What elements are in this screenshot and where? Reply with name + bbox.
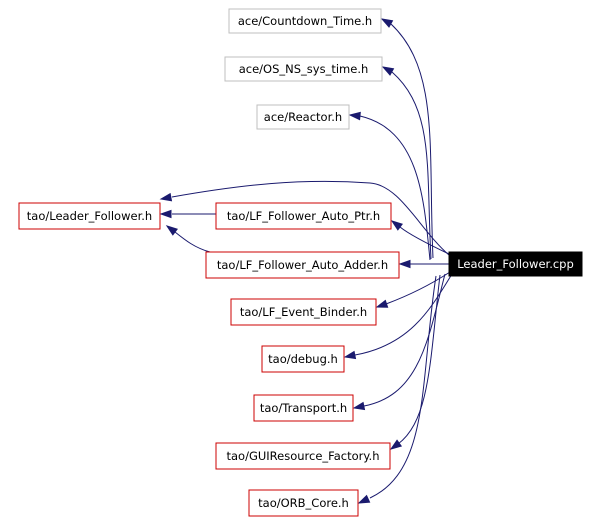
edge-line [390,23,434,259]
edge-root-to-guiresource [389,274,441,450]
edge-line [391,71,432,260]
node-label: tao/LF_Event_Binder.h [240,305,367,319]
edge-arrowhead [159,209,172,219]
edge-arrowhead [390,220,403,231]
edge-arrowhead [398,259,411,269]
edge-lf_auto_adder-to-leader_follower [165,225,211,253]
node-box[interactable] [253,394,354,422]
node-label: tao/LF_Follower_Auto_Ptr.h [227,209,380,223]
node-lf-auto-ptr[interactable]: tao/LF_Follower_Auto_Ptr.h [215,202,392,230]
node-orb-core[interactable]: tao/ORB_Core.h [248,489,359,517]
edge-line [359,115,431,261]
edge-arrowhead [381,66,395,76]
node-transport[interactable]: tao/Transport.h [253,394,354,422]
node-os-ns[interactable]: ace/OS_NS_sys_time.h [224,56,383,82]
node-box[interactable] [228,8,382,34]
node-label: tao/GUIResource_Factory.h [227,449,380,463]
edge-arrowhead [389,439,403,450]
edge-line [397,274,441,445]
node-box[interactable] [248,489,359,517]
edge-arrowhead [165,225,178,236]
node-label: ace/Countdown_Time.h [238,14,372,28]
node-label: tao/Transport.h [260,401,347,415]
node-lf-auto-adder[interactable]: tao/LF_Follower_Auto_Adder.h [205,251,400,279]
node-box[interactable] [205,251,400,279]
edge-root-to-os_ns [381,66,432,260]
edge-root-to-lf_auto_adder [398,259,449,269]
node-guiresource[interactable]: tao/GUIResource_Factory.h [215,442,391,470]
node-root[interactable]: Leader_Follower.cpp [448,251,583,277]
edge-lf_auto_ptr-to-leader_follower [159,209,216,219]
node-box[interactable] [256,104,350,130]
node-label: tao/Leader_Follower.h [27,209,152,223]
edge-line [369,275,437,499]
edges-layer [159,18,453,504]
node-box[interactable] [215,202,392,230]
edge-root-to-transport [352,273,446,411]
node-reactor[interactable]: ace/Reactor.h [256,104,350,130]
edge-arrowhead [343,350,357,360]
edge-arrowhead [352,401,366,411]
edge-arrowhead [348,111,361,121]
node-box[interactable] [215,442,391,470]
node-label: Leader_Follower.cpp [457,257,574,271]
edge-root-to-leader_follower [159,180,450,256]
node-label: tao/LF_Follower_Auto_Adder.h [217,258,388,272]
node-label: tao/ORB_Core.h [258,496,349,510]
node-box[interactable] [18,202,161,230]
node-leader-follower[interactable]: tao/Leader_Follower.h [18,202,161,230]
node-box[interactable] [230,298,377,326]
edge-root-to-orb_core [357,275,437,504]
edge-line [399,226,450,255]
edge-line [174,231,211,253]
node-debug[interactable]: tao/debug.h [261,345,345,373]
edge-arrowhead [380,18,394,28]
edge-arrowhead [159,192,173,202]
edge-root-to-reactor [348,111,431,261]
edge-root-to-debug [343,273,453,360]
edge-arrowhead [357,494,371,504]
node-box[interactable] [448,251,583,277]
node-lf-event-binder[interactable]: tao/LF_Event_Binder.h [230,298,377,326]
node-label: tao/debug.h [268,352,338,366]
node-box[interactable] [261,345,345,373]
edge-arrowhead [375,299,389,308]
node-label: ace/Reactor.h [264,110,342,124]
nodes-layer: ace/Countdown_Time.h ace/OS_NS_sys_time.h… [18,8,583,517]
edge-root-to-countdown [380,18,434,259]
node-countdown[interactable]: ace/Countdown_Time.h [228,8,382,34]
node-box[interactable] [224,56,383,82]
edge-line [171,180,450,256]
edge-line [363,273,446,407]
edge-line [354,273,453,356]
edge-root-to-lf_auto_ptr [390,220,450,255]
node-label: ace/OS_NS_sys_time.h [239,62,369,76]
